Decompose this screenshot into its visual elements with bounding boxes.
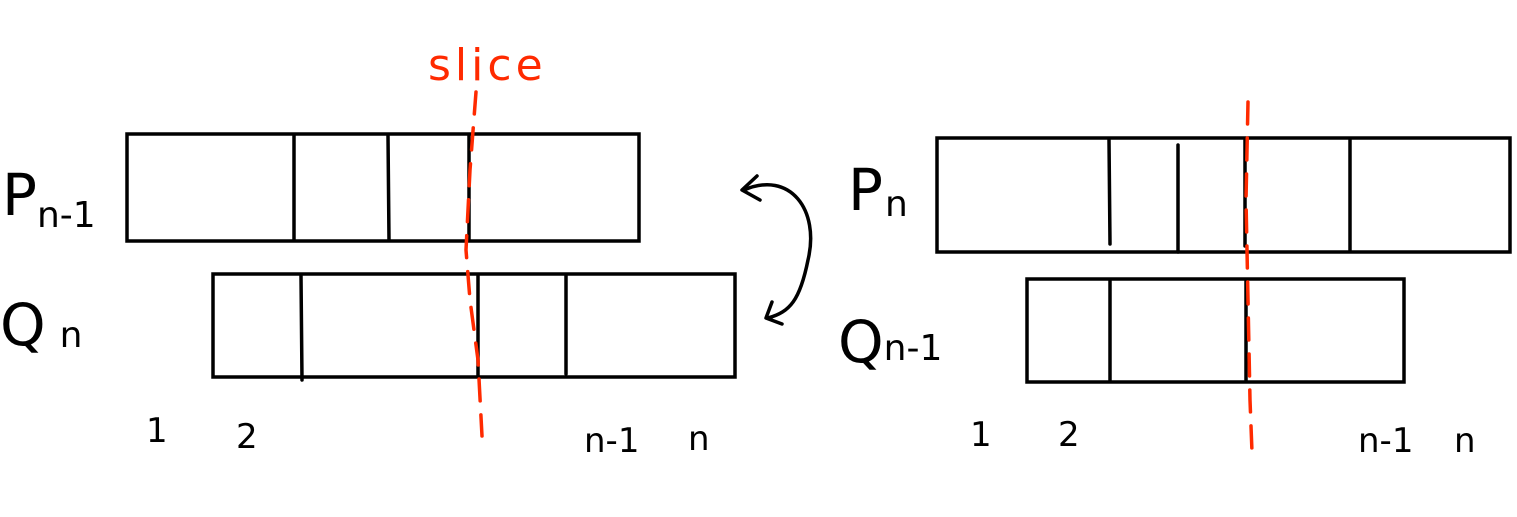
left-position-label: n-1 <box>584 421 639 461</box>
left-position-label: 2 <box>236 417 258 457</box>
right-diagram: Pn Qn-1 1 2 n-1 n <box>838 100 1512 461</box>
left-top-divider <box>386 134 391 242</box>
right-top-label-letter: P <box>848 156 883 224</box>
left-bottom-divider <box>299 274 304 382</box>
curved-double-arrow-icon <box>740 174 813 326</box>
left-top-box <box>125 132 641 243</box>
right-top-row-label: Pn <box>848 156 908 225</box>
right-position-label: n <box>1454 421 1476 461</box>
left-position-label: 1 <box>146 411 168 451</box>
slice-label: slice <box>428 40 547 91</box>
left-top-label-letter: P <box>2 161 37 229</box>
right-bottom-label-letter: Q <box>838 308 884 376</box>
left-top-label-sub: n-1 <box>37 195 96 236</box>
left-top-row-label: Pn-1 <box>2 161 96 236</box>
left-bottom-label-letter: Q <box>0 291 46 359</box>
right-top-label-sub: n <box>885 184 908 225</box>
right-position-label: n-1 <box>1358 421 1413 461</box>
right-bottom-box <box>1025 277 1406 384</box>
right-bottom-row-label: Qn-1 <box>838 308 942 376</box>
left-slice-line <box>464 90 484 438</box>
right-position-label: 2 <box>1058 415 1080 455</box>
left-bottom-box <box>211 272 737 379</box>
right-top-box <box>935 136 1512 254</box>
left-bottom-label-sub: n <box>60 315 83 356</box>
left-position-label: n <box>688 419 710 459</box>
right-top-divider <box>1107 138 1112 246</box>
right-slice-line <box>1244 100 1254 454</box>
right-position-label: 1 <box>970 415 992 455</box>
right-bottom-label-sub: n-1 <box>884 328 943 369</box>
